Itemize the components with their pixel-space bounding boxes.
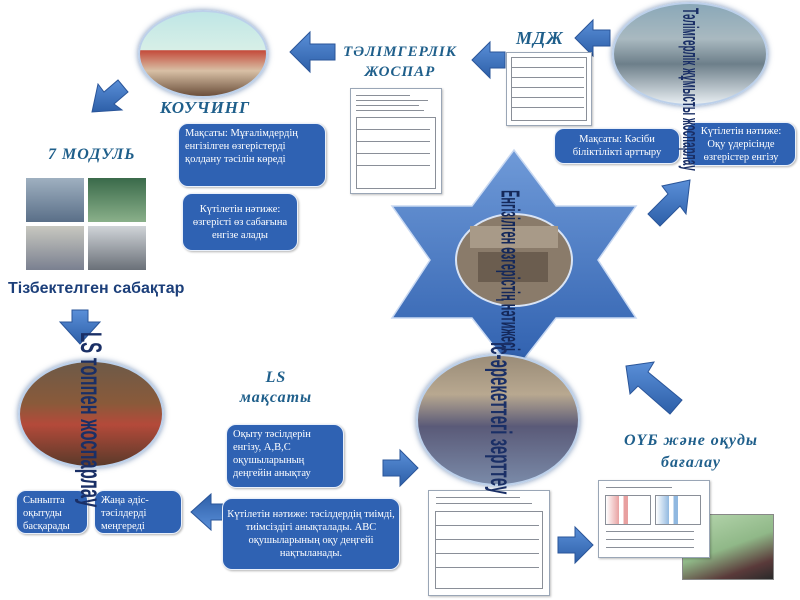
arrow-left-top — [289, 30, 336, 74]
arrow-right-bottom — [557, 525, 594, 565]
ls-document — [428, 490, 550, 596]
ls-goal-label: LS мақсаты — [239, 369, 313, 406]
coaching-result-box: Күтілетін нәтиже: өзгерісті өз сабағына … — [182, 193, 298, 251]
assessment-document — [598, 480, 710, 558]
ls-planning-vertical-text: LS топпен жоспарлау — [74, 332, 107, 508]
ls-planning-photo — [18, 360, 164, 468]
module7-photo-1 — [26, 178, 84, 222]
new-methods-box: Жаңа әдіс-тәсілдерді меңгереді — [94, 490, 182, 534]
coaching-label: КОУЧИНГ — [160, 98, 251, 117]
module7-photo-3 — [26, 226, 84, 270]
class-manage-box: Сыныпта оқытуды басқарады — [16, 490, 88, 534]
coaching-goal-box: Мақсаты: Мұғалімдердің енгізілген өзгері… — [178, 123, 326, 187]
arrow-left-mid — [471, 40, 506, 80]
module7-photo-2 — [88, 178, 146, 222]
mdzh-photo — [612, 2, 768, 106]
mdzh-goal-box: Мақсаты: Кәсіби біліктілікті арттыру — [554, 128, 680, 164]
arrow-down-left — [91, 79, 129, 113]
arrow-up-right — [647, 179, 691, 227]
ls-goal-box: Оқыту тәсілдерін енгізу, А,В,С оқушылары… — [226, 424, 344, 488]
star-center-vertical-text: Енгізілген өзгерістің нәтижесі — [495, 190, 526, 352]
arrow-up-left — [625, 361, 683, 415]
module7-photo-4 — [88, 226, 146, 270]
arrow-left-right — [574, 18, 611, 58]
mdzh-result-box: Күтілетін нәтиже: Оқу үдерісінде өзгеріс… — [686, 122, 796, 166]
coaching-photo — [138, 10, 268, 98]
action-research-vertical-text: Іс-әрекеттегі зерттеу — [484, 342, 517, 495]
assessment-label: ОҮБ және оқуды бағалау — [623, 432, 758, 471]
arrow-right-mid — [382, 448, 419, 488]
mentoring-plan-label: ТӘЛІМГЕРЛІК ЖОСПАР — [343, 44, 457, 80]
series-lessons-label: Тізбектелген сабақтар — [8, 280, 185, 297]
mentoring-plan-document — [350, 88, 442, 194]
mdzh-document — [506, 52, 592, 126]
top-right-vertical-text: Тәлімгерлік жұмысты жоспарлау — [678, 8, 703, 171]
module7-label: 7 МОДУЛЬ — [48, 146, 136, 163]
arrow-down — [58, 309, 102, 345]
action-research-photo — [416, 354, 580, 486]
ls-result-box: Күтілетін нәтиже: тәсілдердің тиімді, ти… — [222, 498, 400, 570]
mdzh-label: МДЖ — [516, 28, 564, 48]
